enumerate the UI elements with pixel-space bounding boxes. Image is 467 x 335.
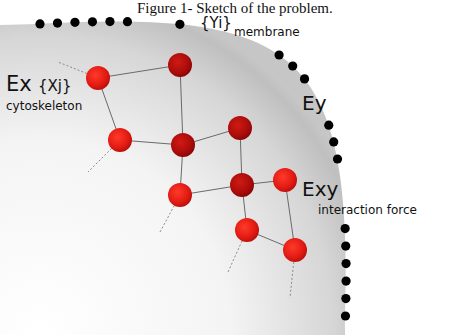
membrane-point: [300, 74, 309, 83]
membrane-point: [329, 137, 338, 146]
actin-node: [168, 53, 192, 77]
membrane-points-label: {Yi}: [200, 15, 232, 32]
actin-node: [86, 66, 110, 90]
interaction-energy: Exy: [302, 178, 338, 201]
cytoskeleton-points-label: {Xj}: [38, 78, 72, 95]
membrane-point: [341, 259, 350, 268]
actin-node: [168, 183, 192, 207]
cytoskeleton-nodes: [86, 53, 307, 262]
membrane-point: [341, 294, 350, 303]
membrane-point: [288, 61, 297, 70]
cytoskeleton-label: cytoskeleton: [6, 100, 82, 114]
actin-node: [230, 173, 254, 197]
membrane-point: [88, 17, 97, 26]
membrane-point: [35, 19, 44, 28]
membrane-point: [341, 224, 350, 233]
membrane-path: [38, 22, 346, 330]
actin-node: [108, 128, 132, 152]
interaction-force-label: interaction force: [318, 204, 417, 218]
membrane-point: [175, 20, 184, 29]
membrane-point: [105, 17, 114, 26]
membrane-point: [70, 18, 79, 27]
membrane-energy: Ey: [302, 92, 326, 115]
actin-node: [171, 133, 195, 157]
cytoplasm-region: [0, 22, 346, 335]
membrane-point: [341, 276, 350, 285]
cytoskeleton-stubs: [58, 62, 295, 298]
membrane-dots: [35, 17, 350, 321]
link: [180, 65, 183, 145]
link: [98, 65, 180, 78]
actin-node: [228, 116, 252, 140]
membrane-point: [333, 154, 342, 163]
membrane-point: [53, 18, 62, 27]
membrane-point: [341, 241, 350, 250]
actin-node: [235, 218, 259, 242]
cytoskeleton-links: [98, 65, 295, 250]
membrane-point: [123, 17, 132, 26]
membrane-point: [324, 121, 333, 130]
membrane-point: [341, 311, 350, 320]
cytoskeleton-energy: Ex: [6, 72, 32, 96]
membrane-label: membrane: [234, 26, 300, 40]
actin-node: [273, 168, 297, 192]
figure-title: Figure 1- Sketch of the problem.: [137, 0, 333, 17]
actin-node: [283, 238, 307, 262]
membrane-point: [275, 50, 284, 59]
